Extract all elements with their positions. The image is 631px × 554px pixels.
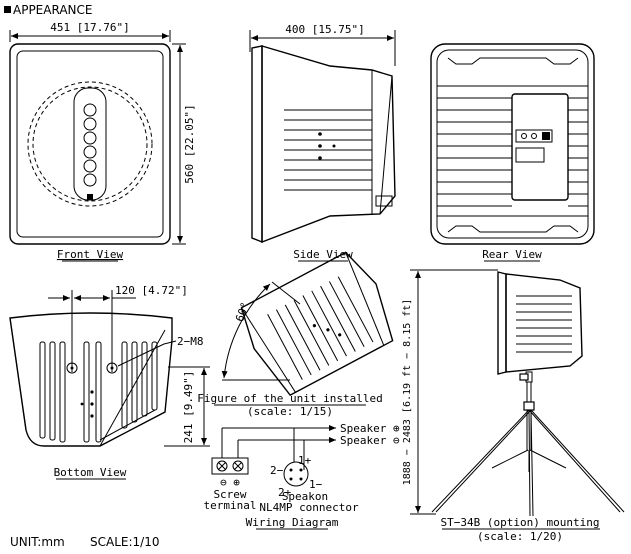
page-title: APPEARANCE bbox=[13, 3, 92, 17]
bottom-height-dim: 241 [9.49"] bbox=[182, 371, 195, 444]
rear-view-caption: Rear View bbox=[482, 248, 542, 261]
bottom-spacing-dim: 120 [4.72"] bbox=[115, 284, 188, 297]
bottom-m8-hole-left bbox=[66, 362, 78, 374]
rear-connector bbox=[515, 129, 553, 143]
screw-terminal bbox=[211, 457, 249, 475]
side-view-caption: Side View bbox=[293, 248, 353, 261]
bottom-view: 120 [4.72"] 2−M8 241 [9.49"] Bot bbox=[9, 284, 210, 480]
rear-input-panel bbox=[511, 93, 569, 201]
side-front-grille bbox=[251, 45, 263, 244]
mount-speaker-grille bbox=[497, 271, 507, 375]
terminal-polarity: ⊖ ⊕ bbox=[220, 476, 240, 489]
speaker-positive-label: Speaker ⊕ bbox=[340, 422, 400, 435]
side-depth-dim: 400 [15.75"] bbox=[285, 23, 364, 36]
wiring-caption: Wiring Diagram bbox=[246, 516, 339, 529]
mounting-scale: (scale: 1/20) bbox=[477, 530, 563, 543]
bottom-m8-hole-right bbox=[106, 362, 118, 374]
mounting-height-dim: 1888 − 2483 [6.19 ft − 8.15 ft] bbox=[402, 299, 413, 486]
installed-scale: (scale: 1/15) bbox=[247, 405, 333, 418]
bottom-enclosure bbox=[9, 312, 173, 447]
screw-terminal-label-2: terminal bbox=[204, 499, 257, 512]
front-grille-circle bbox=[27, 81, 153, 207]
side-fins bbox=[284, 109, 372, 191]
title-bullet bbox=[4, 6, 11, 13]
pin-2-minus: 2− bbox=[270, 464, 284, 477]
installed-caption: Figure of the unit installed bbox=[197, 392, 382, 405]
side-enclosure bbox=[261, 45, 396, 244]
speakon-label-1: Speakon bbox=[282, 490, 328, 503]
speaker-negative-label: Speaker ⊖ bbox=[340, 434, 400, 447]
speakon-label-2: NL4MP connector bbox=[259, 501, 359, 514]
rear-heatsink bbox=[436, 85, 589, 217]
front-height-dim: 560 [22.05"] bbox=[183, 104, 196, 183]
footer-unit: UNIT:mm bbox=[10, 535, 65, 549]
side-view: 400 [15.75"] Side View bbox=[249, 23, 396, 262]
speakon-connector bbox=[283, 461, 309, 487]
mount-speaker-body bbox=[505, 273, 583, 373]
installed-unit bbox=[240, 251, 394, 397]
bottom-thread-label: 2−M8 bbox=[177, 335, 204, 348]
front-logo-badge bbox=[87, 194, 93, 200]
tripod-leg-left bbox=[431, 409, 530, 513]
bottom-fins bbox=[39, 341, 158, 443]
footer-scale: SCALE:1/10 bbox=[90, 535, 159, 549]
rear-view: Rear View bbox=[430, 43, 595, 262]
pin-1-minus: 1− bbox=[309, 478, 323, 491]
bottom-view-caption: Bottom View bbox=[54, 466, 127, 479]
front-view-caption: Front View bbox=[57, 248, 124, 261]
tripod-mounting: 1888 − 2483 [6.19 ft − 8.15 ft] ST−34B (… bbox=[402, 269, 625, 543]
install-angle-arc bbox=[221, 283, 271, 379]
pin-2-plus: 2+ bbox=[278, 486, 292, 499]
tripod-leg-right bbox=[528, 409, 621, 513]
front-view: 451 [17.76"] 560 [22.05"] Front View bbox=[9, 21, 196, 262]
mounting-caption: ST−34B (option) mounting bbox=[441, 516, 600, 529]
bottom-m8-leader bbox=[117, 340, 177, 367]
screw-terminal-label-1: Screw bbox=[213, 488, 246, 501]
pin-1-plus: 1+ bbox=[298, 454, 312, 467]
front-outer-frame bbox=[9, 43, 171, 245]
installed-figure: 60° Figure of the unit installed (scale:… bbox=[197, 251, 394, 418]
rear-outer-frame bbox=[430, 43, 595, 245]
front-width-dim: 451 [17.76"] bbox=[50, 21, 129, 34]
rear-fins bbox=[437, 97, 588, 207]
wiring-diagram: Speaker ⊕ Speaker ⊖ ⊖ ⊕ Screw terminal 2… bbox=[204, 422, 400, 530]
